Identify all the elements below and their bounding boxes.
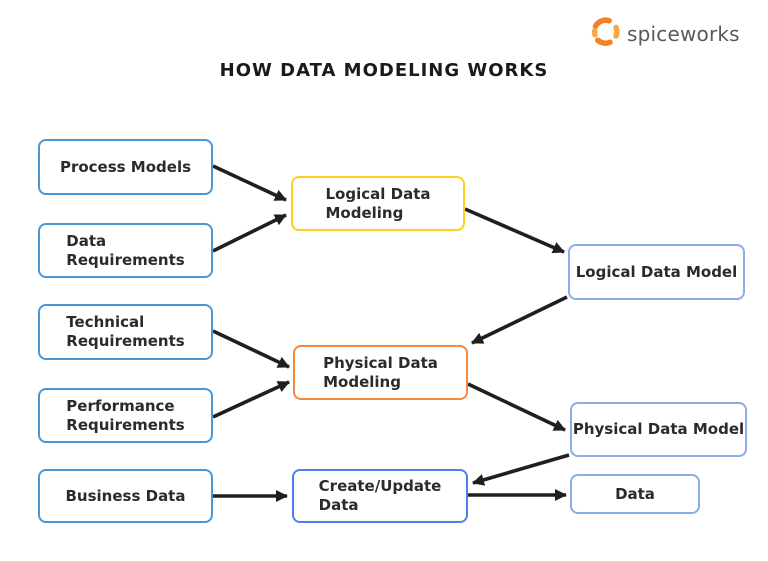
arrow-technical-requirements-to-physical-modeling: [212, 329, 290, 369]
page-title: HOW DATA MODELING WORKS: [219, 60, 549, 81]
node-data: Data: [570, 474, 700, 514]
node-label: Process Models: [59, 157, 192, 176]
node-label: Technical Requirements: [66, 313, 185, 350]
arrow-performance-requirements-to-physical-modeling: [212, 380, 290, 419]
node-create-update-data: Create/Update Data: [292, 469, 468, 523]
node-label: Data: [615, 484, 655, 503]
arrow-physical-modeling-to-physical-model: [467, 382, 566, 432]
node-label: Physical Data Modeling: [323, 353, 438, 391]
node-performance-requirements: Performance Requirements: [38, 388, 213, 443]
spiceworks-logo-text: spiceworks: [627, 21, 740, 46]
arrow-data-requirements-to-logical-modeling: [212, 213, 287, 253]
node-label: Logical Data Modeling: [325, 184, 431, 222]
node-physical-data-modeling: Physical Data Modeling: [293, 345, 468, 400]
arrow-logical-model-to-physical-modeling: [471, 295, 568, 345]
node-technical-requirements: Technical Requirements: [38, 304, 213, 360]
node-process-models: Process Models: [38, 139, 213, 195]
node-label: Data Requirements: [66, 231, 185, 269]
node-label: Physical Data Model: [572, 420, 745, 439]
node-label: Create/Update Data: [318, 477, 442, 514]
node-business-data: Business Data: [38, 469, 213, 523]
arrow-process-models-to-logical-modeling: [212, 164, 287, 202]
node-data-requirements: Data Requirements: [38, 223, 213, 278]
node-logical-data-modeling: Logical Data Modeling: [291, 176, 465, 231]
node-label: Logical Data Model: [575, 262, 738, 281]
node-logical-data-model: Logical Data Model: [568, 244, 745, 300]
arrow-physical-model-to-create-update: [472, 453, 570, 486]
node-label: Business Data: [65, 486, 186, 505]
spiceworks-pepper-swirl-icon: [589, 15, 622, 52]
spiceworks-logo: spiceworks: [589, 15, 740, 52]
arrow-logical-modeling-to-logical-model: [464, 207, 565, 254]
node-physical-data-model: Physical Data Model: [570, 402, 747, 457]
node-label: Performance Requirements: [66, 396, 185, 434]
